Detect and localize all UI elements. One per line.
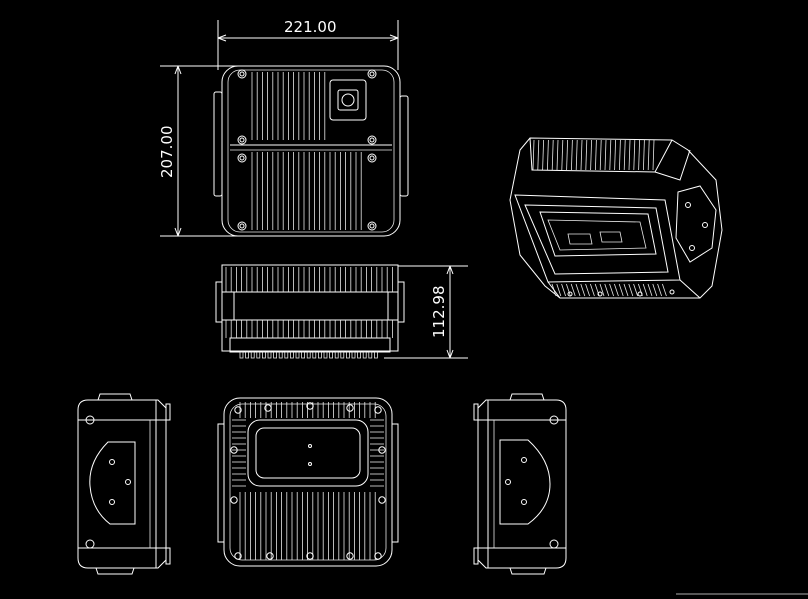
isometric-view: [509, 137, 723, 299]
right-side-view: [473, 393, 567, 575]
front-view-fins: [225, 267, 393, 338]
isometric-fins: [532, 139, 667, 297]
rear-view-screws: [230, 402, 386, 560]
dimension-depth-label: 112.98: [430, 286, 448, 339]
dimension-height-label: 207.00: [158, 126, 176, 179]
top-view-fins: [251, 72, 362, 230]
front-view: 112.98: [215, 264, 468, 359]
top-view-screws: [237, 69, 377, 231]
dimension-depth: 112.98: [384, 265, 468, 359]
rear-view: [217, 397, 399, 567]
dimension-width: 221.00: [217, 18, 399, 70]
dimension-width-label: 221.00: [284, 18, 337, 36]
dimension-height: 207.00: [158, 65, 240, 237]
top-view: 221.00 207.00: [158, 18, 409, 237]
left-side-view: [77, 393, 171, 575]
camera-window: [329, 79, 367, 121]
front-view-feet: [239, 351, 378, 359]
rear-view-fins: [232, 402, 384, 560]
